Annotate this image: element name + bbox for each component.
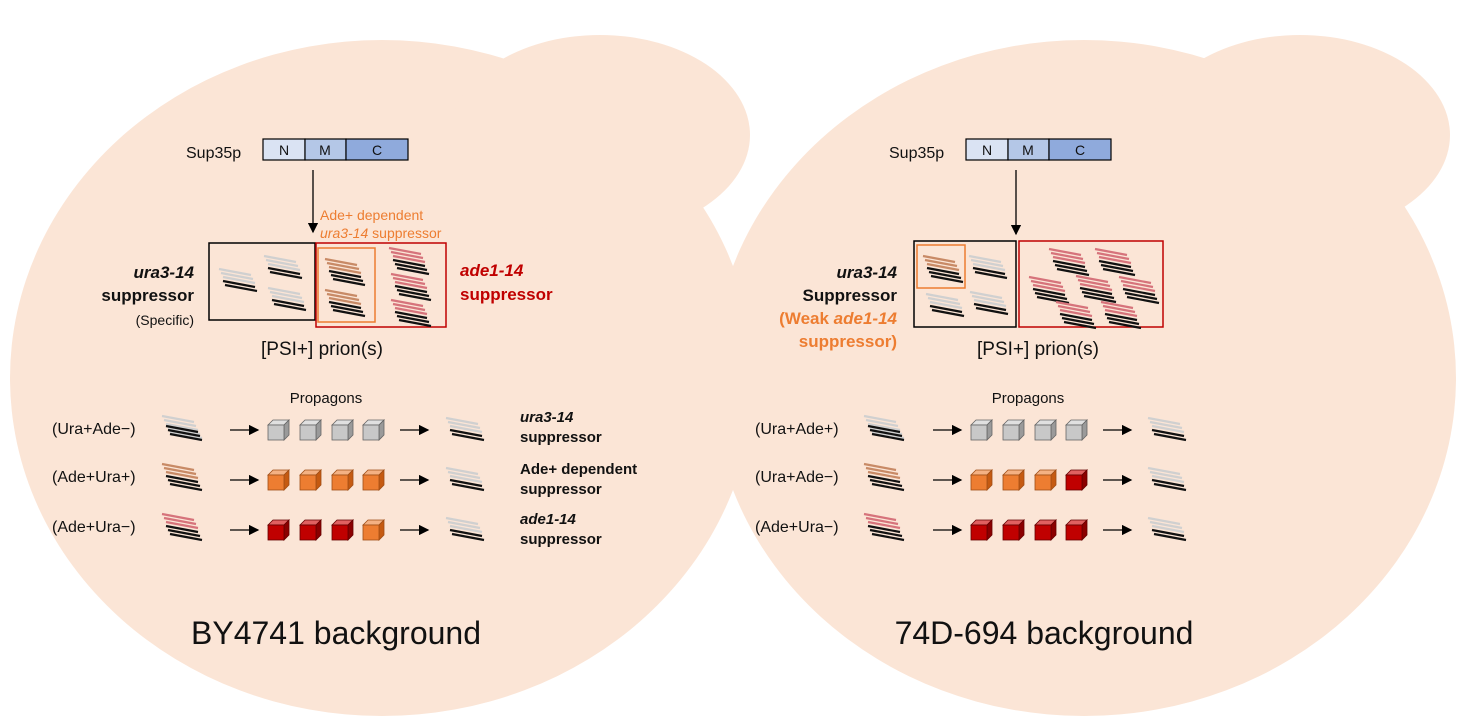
propagon-row: (Ade+Ura+) Ade+ dependent suppressor [52,461,637,498]
propagon-cube [1034,419,1057,441]
propagon-cube [331,469,354,491]
yeast-cell-shape [712,35,1456,716]
propagon-cube [1002,519,1025,541]
propagon-cube [970,469,993,491]
propagon-row: (Ade+Ura−) ade1-14 suppressor [52,511,602,548]
propagon-row: (Ura+Ade−) [755,462,1188,492]
protein-label: Sup35p [186,145,241,162]
ura3-suppressor-box [913,240,1017,328]
propagon-cube [1065,469,1088,491]
propagon-cube [970,419,993,441]
panel-74d694: Sup35p N M C ura3-14 Suppressor (Weak ad… [712,35,1456,716]
ura3-14-label: ura3-14 [837,263,898,282]
ade1-14-label: ade1-14 [460,261,524,280]
outcome-label: Ade+ dependent [520,461,637,478]
propagon-cube [1034,469,1057,491]
propagons-label: Propagons [290,390,363,407]
propagon-cube [1002,469,1025,491]
ade1-suppressor-box [315,242,447,328]
prion-label: [PSI+] prion(s) [261,339,383,360]
sup35-domain-box: N M C [965,138,1112,161]
propagon-cube [267,469,290,491]
propagon-row: (Ura+Ade−) ura3-14 suppressor [52,409,602,446]
propagon-cube [1065,419,1088,441]
background-label: 74D-694 background [895,615,1194,651]
domain-c-label: C [1075,142,1085,158]
ura3-14-label: ura3-14 [134,263,195,282]
outcome-label: suppressor [520,429,602,446]
outcome-label: suppressor [520,531,602,548]
phenotype-label: (Ade+Ura−) [52,519,136,536]
phenotype-label: (Ura+Ade−) [755,469,839,486]
panel-by4741: Sup35p N M C Ade+ dependent ura3-14 supp… [10,35,754,716]
ade1-suppressor-label: suppressor [460,285,553,304]
suppressor-label: Suppressor [803,286,898,305]
outcome-label: ade1-14 [520,511,577,528]
domain-n-label: N [982,142,992,158]
propagon-cube [1034,519,1057,541]
propagon-cube [1065,519,1088,541]
propagon-cube [970,519,993,541]
domain-m-label: M [319,142,331,158]
propagon-row: (Ade+Ura−) [755,512,1188,542]
ade-dependent-label: Ade+ dependent [320,207,423,223]
propagon-row: (Ura+Ade+) [755,414,1188,442]
propagon-cube [299,469,322,491]
propagon-cube [299,519,322,541]
propagon-cube [267,519,290,541]
phenotype-label: (Ade+Ura−) [755,519,839,536]
specific-label: (Specific) [136,312,194,328]
propagon-cube [267,419,290,441]
propagon-cube [362,469,385,491]
outcome-label: suppressor [520,481,602,498]
suppressor-label: suppressor [101,286,194,305]
propagons-label: Propagons [992,390,1065,407]
domain-m-label: M [1022,142,1034,158]
domain-n-label: N [279,142,289,158]
phenotype-label: (Ura+Ade−) [52,421,136,438]
protein-label: Sup35p [889,145,944,162]
propagon-cube [362,419,385,441]
weak-ade1-label: (Weak ade1-14 [779,309,897,328]
propagon-cube [362,519,385,541]
phenotype-label: (Ura+Ade+) [755,421,839,438]
propagon-cube [331,519,354,541]
weak-suppressor-label: suppressor) [799,332,897,351]
propagon-cube [299,419,322,441]
weak-ade-box [916,244,966,289]
yeast-cell-shape [10,35,754,716]
background-label: BY4741 background [191,615,481,651]
propagon-cube [331,419,354,441]
ade-dependent-label-2: ura3-14 suppressor [320,225,442,241]
ade-dependent-box [317,247,376,323]
sup35-domain-box: N M C [262,138,409,161]
prion-label: [PSI+] prion(s) [977,339,1099,360]
phenotype-label: (Ade+Ura+) [52,469,136,486]
propagon-cube [1002,419,1025,441]
ura3-suppressor-box [208,242,316,321]
domain-c-label: C [372,142,382,158]
outcome-label: ura3-14 [520,409,574,426]
